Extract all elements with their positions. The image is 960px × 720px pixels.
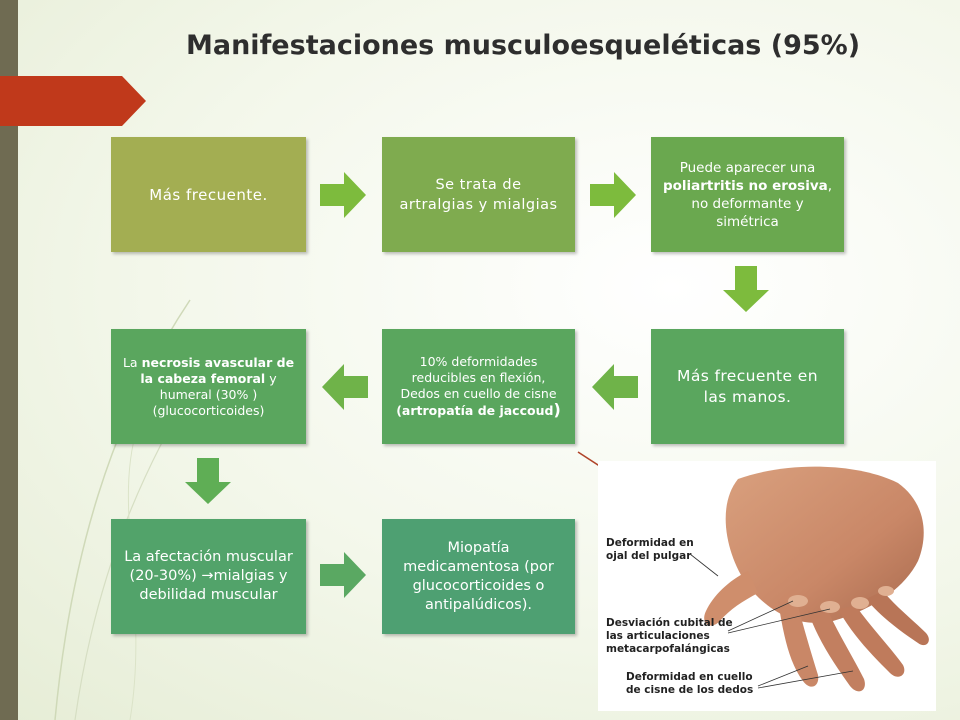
box-necrosis-bold: necrosis avascular de la cabeza femoral <box>140 354 295 386</box>
left-sidebar-bar <box>0 0 18 720</box>
box-poliartritis-pre: Puede aparecer una <box>679 159 816 176</box>
arrow-left-1 <box>592 364 638 410</box>
hand-drawing <box>689 466 929 692</box>
arrow-left-2 <box>322 364 368 410</box>
arrow-right-icon: → <box>201 568 214 584</box>
box-afectacion-muscular: La afectación muscular (20-30%) →mialgia… <box>111 519 306 634</box>
box-artralgias-text: Se trata de artralgias y mialgias <box>399 176 558 213</box>
box-artralgias: Se trata de artralgias y mialgias <box>382 137 575 252</box>
box-poliartritis-post: , no deformante y simétrica <box>691 177 833 230</box>
box-manos: Más frecuente en las manos. <box>651 329 844 444</box>
arrow-down-2 <box>185 458 231 504</box>
box-necrosis: La necrosis avascular de la cabeza femor… <box>111 329 306 444</box>
box-jaccoud-pre: 10% deformidades reducibles en flexión, … <box>400 354 557 401</box>
box-poliartritis-text: Puede aparecer una poliartritis no erosi… <box>659 159 836 231</box>
box-jaccoud-text: 10% deformidades reducibles en flexión, … <box>390 354 567 419</box>
box-jaccoud-post: ) <box>553 400 561 419</box>
box-afectacion-text: La afectación muscular (20-30%) →mialgia… <box>121 548 296 605</box>
box-miopatia: Miopatía medicamentosa (por glucocortico… <box>382 519 575 634</box>
box-afectacion-line1: La afectación muscular (20-30%) <box>124 549 293 584</box>
box-afectacion-line2: mialgias y debilidad muscular <box>139 568 288 603</box>
slide-title: Manifestaciones musculoesqueléticas (95%… <box>186 30 861 61</box>
box-necrosis-text: La necrosis avascular de la cabeza femor… <box>119 355 298 419</box>
arrow-right-2 <box>590 172 636 218</box>
box-poliartritis: Puede aparecer una poliartritis no erosi… <box>651 137 844 252</box>
box-jaccoud: 10% deformidades reducibles en flexión, … <box>382 329 575 444</box>
hand-label-desviacion: Desviación cubital de las articulaciones… <box>606 617 733 655</box>
arrow-down-1 <box>723 266 769 312</box>
hand-label-ojal: Deformidad en ojal del pulgar <box>606 537 694 562</box>
box-necrosis-pre: La <box>122 354 142 370</box>
box-jaccoud-bold: (artropatía de jaccoud <box>396 403 554 418</box>
arrow-right-1 <box>320 172 366 218</box>
box-poliartritis-bold: poliartritis no erosiva <box>662 177 828 194</box>
hand-illustration: Deformidad en ojal del pulgar Desviación… <box>598 461 936 711</box>
box-mas-frecuente: Más frecuente. <box>111 137 306 252</box>
box-manos-text: Más frecuente en las manos. <box>677 366 818 406</box>
box-miopatia-text: Miopatía medicamentosa (por glucocortico… <box>403 539 554 613</box>
arrow-right-3 <box>320 552 366 598</box>
accent-flag <box>0 76 146 126</box>
box-necrosis-post: y humeral (30% ) (glucocorticoides) <box>152 370 277 418</box>
box-mas-frecuente-text: Más frecuente. <box>149 185 268 204</box>
hand-label-cuello-cisne: Deformidad en cuello de cisne de los ded… <box>626 671 754 696</box>
